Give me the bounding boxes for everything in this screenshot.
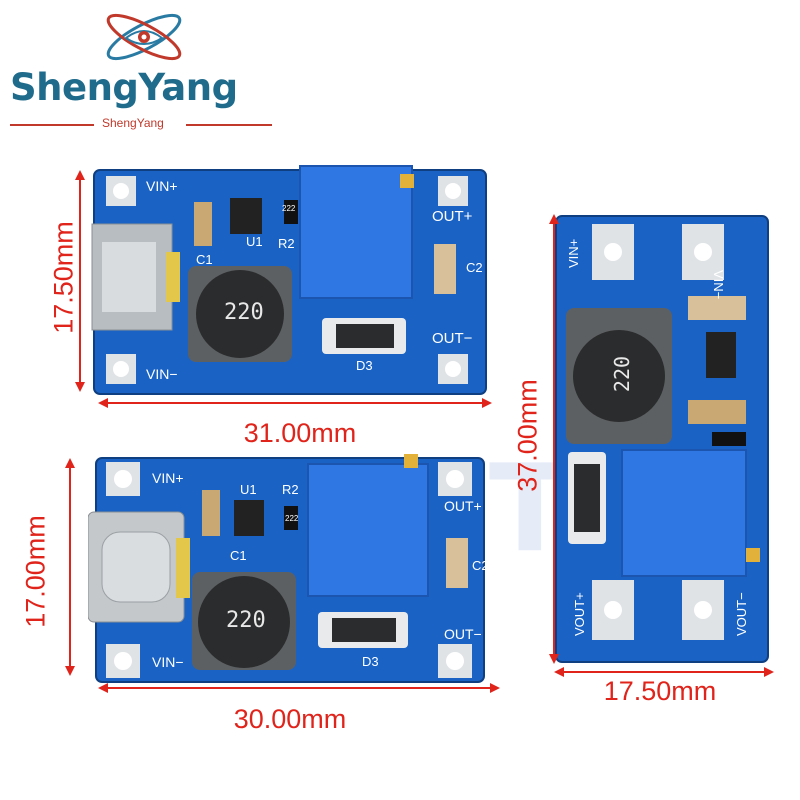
top-board-width-dimension: 31.00mm	[243, 418, 357, 448]
right-board	[555, 215, 769, 663]
bottom-board-label-u1: U1	[240, 482, 257, 497]
bottom-board-label-c1: C1	[230, 548, 247, 563]
top-board-height-dimension: 17.50mm	[48, 221, 79, 334]
bottom-board-dimension-lines	[65, 458, 500, 693]
bottom-board-height-dimension: 17.00mm	[20, 515, 51, 628]
brand-divider-right	[186, 124, 272, 126]
top-board-label-out-minus: OUT−	[432, 330, 473, 347]
top-board	[91, 165, 487, 395]
top-board-label-out-plus: OUT+	[432, 208, 473, 225]
top-board-label-vin-plus: VIN+	[146, 178, 178, 194]
right-board-height-dimension: 37.00mm	[512, 379, 543, 492]
bottom-board-label-r2: R2	[282, 482, 299, 497]
bottom-board-label-vin-minus: VIN−	[152, 654, 184, 670]
top-board-label-r2: R2	[278, 236, 295, 251]
bottom-board-label-out-minus: OUT−	[444, 626, 482, 642]
bottom-board-label-c2: C2	[472, 558, 489, 573]
right-board-width-dimension: 17.50mm	[603, 676, 717, 706]
eye-orbit-icon	[106, 13, 182, 61]
top-board-label-u1: U1	[246, 234, 263, 249]
top-board-label-c1: C1	[196, 252, 213, 267]
brand-name: ShengYang	[10, 66, 238, 109]
bottom-board-label-r22: 222	[285, 514, 299, 523]
top-board-label-r22: 222	[282, 204, 296, 213]
bottom-board-label-out-plus: OUT+	[444, 498, 482, 514]
brand-subtitle: ShengYang	[102, 116, 164, 130]
brand-divider-left	[10, 124, 94, 126]
top-board-label-vin-minus: VIN−	[146, 366, 178, 382]
bottom-board-inductor-marking: 220	[226, 608, 266, 633]
top-board-inductor-marking: 220	[224, 300, 264, 325]
brand-logo: ShengYang ShengYang	[0, 0, 300, 140]
top-board-label-c2: C2	[466, 260, 483, 275]
bottom-board-label-d3: D3	[362, 654, 379, 669]
bottom-board	[88, 454, 485, 683]
bottom-board-label-vin-plus: VIN+	[152, 470, 184, 486]
top-board-label-d3: D3	[356, 358, 373, 373]
top-board-dimension-lines	[75, 170, 492, 408]
bottom-board-width-dimension: 30.00mm	[233, 704, 347, 734]
right-board-dimension-lines	[549, 214, 774, 677]
